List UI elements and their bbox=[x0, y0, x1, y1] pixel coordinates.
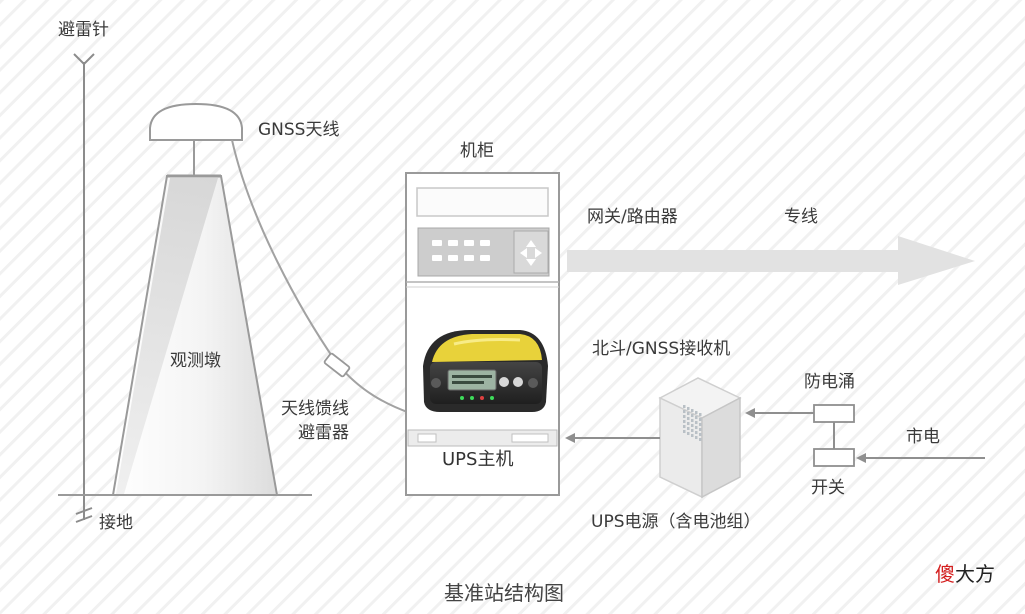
mains-to-switch-arrow bbox=[856, 453, 985, 463]
feeder-arrester-device bbox=[323, 352, 351, 378]
gnss-receiver bbox=[423, 330, 548, 412]
watermark-part2: 大方 bbox=[955, 562, 995, 586]
vent-slot bbox=[691, 419, 694, 422]
ups-power-supply-label: UPS电源（含电池组） bbox=[591, 512, 761, 532]
vent-slot bbox=[695, 416, 698, 419]
gnss-antenna-label: GNSS天线 bbox=[258, 120, 340, 140]
beidou-receiver-label: 北斗/GNSS接收机 bbox=[592, 339, 731, 359]
switch-label: 开关 bbox=[811, 478, 845, 498]
surge-to-ups-arrow bbox=[745, 408, 814, 418]
vent-slot bbox=[691, 409, 694, 412]
vent-slot bbox=[695, 421, 698, 424]
ups-host-unit bbox=[407, 429, 558, 447]
gateway-router-label: 网关/路由器 bbox=[587, 207, 678, 227]
vent-slot bbox=[683, 415, 686, 418]
switch-box bbox=[813, 448, 855, 467]
gnss-antenna bbox=[149, 102, 243, 176]
vent-slot bbox=[691, 429, 694, 432]
watermark-part1: 傻 bbox=[935, 562, 955, 586]
observation-pier bbox=[111, 174, 279, 496]
antenna-feeder-cable bbox=[231, 139, 411, 414]
ups-power-supply-unit bbox=[658, 377, 742, 499]
vent-slot bbox=[687, 432, 690, 435]
vent-slot bbox=[691, 424, 694, 427]
vent-slot bbox=[699, 423, 702, 426]
vent-slot bbox=[695, 436, 698, 439]
vent-slot bbox=[683, 410, 686, 413]
vent-slot bbox=[699, 428, 702, 431]
feeder-arrester-label-line2: 避雷器 bbox=[298, 423, 349, 443]
surge-protector-box bbox=[813, 404, 855, 423]
vent-slot bbox=[699, 413, 702, 416]
vent-slot bbox=[683, 430, 686, 433]
observation-pier-label: 观测墩 bbox=[170, 351, 221, 371]
vent-slot bbox=[691, 414, 694, 417]
lightning-rod bbox=[73, 53, 95, 520]
vent-slot bbox=[683, 405, 686, 408]
vent-slot bbox=[687, 417, 690, 420]
vent-slot bbox=[683, 420, 686, 423]
vent-slot bbox=[695, 431, 698, 434]
vent-slot bbox=[691, 434, 694, 437]
vent-slot bbox=[699, 433, 702, 436]
ups-to-cabinet-arrow bbox=[565, 433, 660, 443]
diagram-title: 基准站结构图 bbox=[444, 581, 564, 605]
dedicated-line-arrow bbox=[567, 236, 975, 285]
vent-slot bbox=[699, 418, 702, 421]
vent-slot bbox=[695, 426, 698, 429]
lightning-rod-label: 避雷针 bbox=[58, 20, 109, 40]
watermark: 傻大方 bbox=[935, 564, 995, 586]
grounding-label: 接地 bbox=[99, 513, 133, 533]
ground-symbol bbox=[75, 507, 93, 523]
mains-power-label: 市电 bbox=[906, 427, 940, 447]
dedicated-line-label: 专线 bbox=[784, 207, 818, 227]
vent-slot bbox=[683, 425, 686, 428]
vent-slot bbox=[687, 427, 690, 430]
ups-host-label: UPS主机 bbox=[442, 449, 514, 470]
vent-slot bbox=[687, 422, 690, 425]
surge-protector-label: 防电涌 bbox=[804, 372, 855, 392]
router-device bbox=[417, 227, 550, 277]
feeder-arrester-label-line1: 天线馈线 bbox=[281, 399, 349, 419]
vent-slot bbox=[687, 407, 690, 410]
vent-slot bbox=[695, 411, 698, 414]
vent-slot bbox=[699, 438, 702, 441]
cabinet-label: 机柜 bbox=[460, 141, 494, 161]
vent-slot bbox=[687, 412, 690, 415]
